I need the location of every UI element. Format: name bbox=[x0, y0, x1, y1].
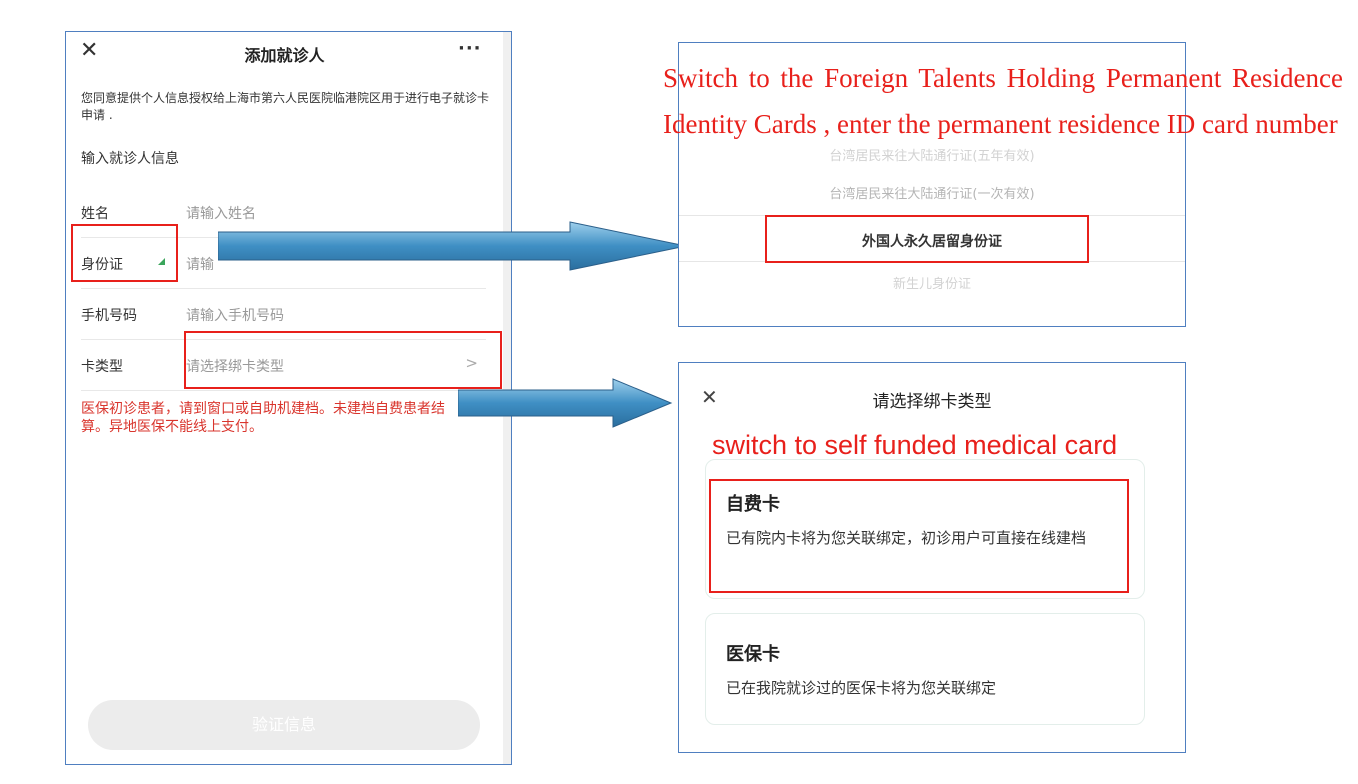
arrow-to-id-picker bbox=[218, 221, 687, 271]
arrow-to-card-sheet bbox=[458, 378, 673, 428]
insurance-card-option[interactable]: 医保卡 已在我院就诊过的医保卡将为您关联绑定 bbox=[705, 613, 1145, 725]
picker-option-selected[interactable]: 外国人永久居留身份证 bbox=[862, 234, 1002, 250]
consent-text: 您同意提供个人信息授权给上海市第六人民医院临港院区用于进行电子就诊卡申请 . bbox=[81, 91, 490, 122]
id-number-input[interactable]: 请输 bbox=[186, 257, 214, 273]
card-option-title: 医保卡 bbox=[726, 644, 780, 665]
id-type-highlight bbox=[71, 224, 178, 282]
card-option-desc: 已有院内卡将为您关联绑定，初诊用户可直接在线建档 bbox=[726, 529, 1087, 547]
picker-option[interactable]: 台湾居民来往大陆通行证(五年有效) bbox=[829, 149, 1035, 164]
card-type-row[interactable]: 卡类型 请选择绑卡类型 > bbox=[81, 340, 486, 391]
phone-input[interactable]: 请输入手机号码 bbox=[186, 308, 284, 324]
card-option-desc: 已在我院就诊过的医保卡将为您关联绑定 bbox=[726, 679, 997, 697]
card-option-title: 自费卡 bbox=[726, 494, 780, 515]
phone-screenshot: ✕ 添加就诊人 ··· 您同意提供个人信息授权给上海市第六人民医院临港院区用于进… bbox=[65, 31, 512, 765]
picker-option[interactable]: 新生儿身份证 bbox=[892, 277, 971, 292]
phone-row[interactable]: 手机号码 请输入手机号码 bbox=[81, 289, 486, 340]
card-type-highlight bbox=[184, 331, 502, 389]
bottom-annotation: switch to self funded medical card bbox=[712, 430, 1118, 460]
id-type-selector[interactable]: 身份证 bbox=[81, 257, 123, 273]
chevron-right-icon: > bbox=[465, 354, 478, 372]
close-icon[interactable]: ✕ bbox=[701, 385, 718, 409]
picker-option[interactable]: 台湾居民来往大陆通行证(一次有效) bbox=[829, 187, 1035, 202]
self-funded-card-option[interactable]: 自费卡 已有院内卡将为您关联绑定，初诊用户可直接在线建档 bbox=[705, 459, 1145, 599]
card-type-label: 卡类型 bbox=[81, 359, 123, 375]
id-type-picker: 台湾居民来往大陆通行证(五年有效) 台湾居民来往大陆通行证(一次有效) 外国人永… bbox=[678, 42, 1186, 327]
card-type-select[interactable]: 请选择绑卡类型 bbox=[186, 359, 284, 375]
close-icon[interactable]: ✕ bbox=[80, 38, 99, 63]
nav-bar: ✕ 添加就诊人 ··· bbox=[66, 32, 503, 74]
name-input[interactable]: 请输入姓名 bbox=[186, 206, 256, 222]
section-title: 输入就诊人信息 bbox=[81, 151, 179, 167]
sheet-title: 请选择绑卡类型 bbox=[872, 392, 992, 412]
add-patient-screen: ✕ 添加就诊人 ··· 您同意提供个人信息授权给上海市第六人民医院临港院区用于进… bbox=[66, 32, 503, 764]
dropdown-triangle-icon bbox=[158, 258, 165, 265]
phone-label: 手机号码 bbox=[81, 308, 137, 324]
self-funded-highlight bbox=[709, 479, 1129, 593]
verify-button[interactable]: 验证信息 bbox=[88, 700, 480, 750]
card-type-sheet: ✕ 请选择绑卡类型 自费卡 已有院内卡将为您关联绑定，初诊用户可直接在线建档 医… bbox=[678, 362, 1186, 753]
more-icon[interactable]: ··· bbox=[458, 38, 482, 59]
name-label: 姓名 bbox=[81, 206, 109, 222]
page-title: 添加就诊人 bbox=[244, 46, 325, 65]
id-card-row[interactable]: 身份证 请输 bbox=[81, 238, 486, 289]
insurance-warning: 医保初诊患者，请到窗口或自助机建档。未建档自费患者结算。异地医保不能线上支付。 bbox=[81, 401, 445, 435]
selected-id-highlight bbox=[765, 215, 1089, 263]
top-annotation: Switch to the Foreign Talents Holding Pe… bbox=[663, 63, 1343, 139]
